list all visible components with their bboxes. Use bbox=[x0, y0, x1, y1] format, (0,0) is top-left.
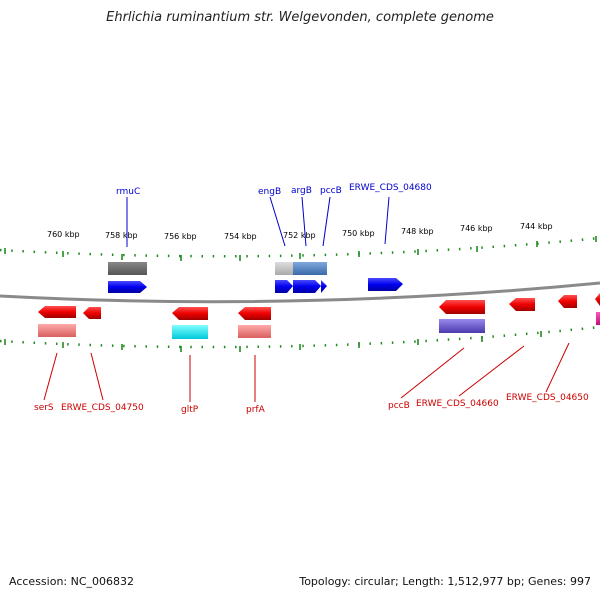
gene-label-prfA[interactable]: prfA bbox=[246, 405, 266, 415]
cds-arrow-reverse[interactable] bbox=[509, 298, 535, 311]
cog-box[interactable] bbox=[172, 325, 208, 339]
cds-arrow-forward[interactable] bbox=[293, 280, 321, 293]
cog-box[interactable] bbox=[275, 262, 293, 275]
cog-box[interactable] bbox=[38, 324, 76, 337]
scale-label: 752 kbp bbox=[283, 231, 316, 240]
gene-label-ERWE_CDS_04750[interactable]: ERWE_CDS_04750 bbox=[61, 403, 144, 413]
scale-label: 750 kbp bbox=[342, 229, 375, 238]
cds-arrow-reverse[interactable] bbox=[558, 295, 577, 308]
gene-label-gltP[interactable]: gltP bbox=[181, 405, 199, 415]
cds-arrow-reverse[interactable] bbox=[83, 307, 101, 319]
gene-label-ERWE_CDS_04650[interactable]: ERWE_CDS_04650 bbox=[506, 393, 589, 403]
forward-gene-labels bbox=[126, 196, 390, 247]
cds-arrow-forward[interactable] bbox=[368, 278, 403, 291]
inner-ring-dots bbox=[0, 325, 600, 349]
cog-box[interactable] bbox=[596, 312, 600, 325]
scale-label: 760 kbp bbox=[47, 230, 80, 239]
cds-arrow-forward[interactable] bbox=[108, 281, 147, 293]
scale-label: 746 kbp bbox=[460, 224, 493, 233]
gene-label-pccB[interactable]: pccB bbox=[388, 401, 410, 411]
gene-label-ERWE_CDS_04680[interactable]: ERWE_CDS_04680 bbox=[349, 183, 432, 193]
gene-label-pccB[interactable]: pccB bbox=[320, 186, 342, 196]
gene-label-argB[interactable]: argB bbox=[291, 186, 312, 196]
cds-arrow-reverse[interactable] bbox=[238, 307, 271, 320]
outer-ring-dots bbox=[0, 236, 600, 258]
outer-ticks bbox=[4, 236, 597, 261]
cog-box[interactable] bbox=[293, 262, 327, 275]
scale-label: 744 kbp bbox=[520, 222, 553, 231]
cog-box[interactable] bbox=[238, 325, 271, 338]
gene-label-rmuC[interactable]: rmuC bbox=[116, 187, 140, 197]
cds-arrow-forward[interactable] bbox=[275, 280, 293, 293]
scale-label: 758 kbp bbox=[105, 231, 138, 240]
cog-box[interactable] bbox=[439, 319, 485, 333]
scale-label: 754 kbp bbox=[224, 232, 257, 241]
cds-arrow-reverse[interactable] bbox=[595, 293, 600, 306]
cds-arrow-reverse[interactable] bbox=[38, 306, 76, 318]
genome-backbone bbox=[0, 281, 600, 304]
topology-text: Topology: circular; Length: 1,512,977 bp… bbox=[299, 575, 591, 588]
accession-text: Accession: NC_006832 bbox=[9, 575, 135, 588]
gene-label-engB[interactable]: engB bbox=[258, 187, 281, 197]
gene-label-ERWE_CDS_04660[interactable]: ERWE_CDS_04660 bbox=[416, 399, 499, 409]
reverse-gene-labels bbox=[43, 342, 570, 402]
scale-label: 748 kbp bbox=[401, 227, 434, 236]
scale-label: 756 kbp bbox=[164, 232, 197, 241]
inner-ticks bbox=[4, 331, 542, 352]
cds-arrow-forward[interactable] bbox=[321, 280, 327, 293]
cds-arrow-reverse[interactable] bbox=[439, 300, 485, 314]
gene-label-serS[interactable]: serS bbox=[34, 403, 54, 413]
cds-arrow-reverse[interactable] bbox=[172, 307, 208, 320]
cog-box[interactable] bbox=[108, 262, 147, 275]
page-title: Ehrlichia ruminantium str. Welgevonden, … bbox=[106, 10, 494, 25]
